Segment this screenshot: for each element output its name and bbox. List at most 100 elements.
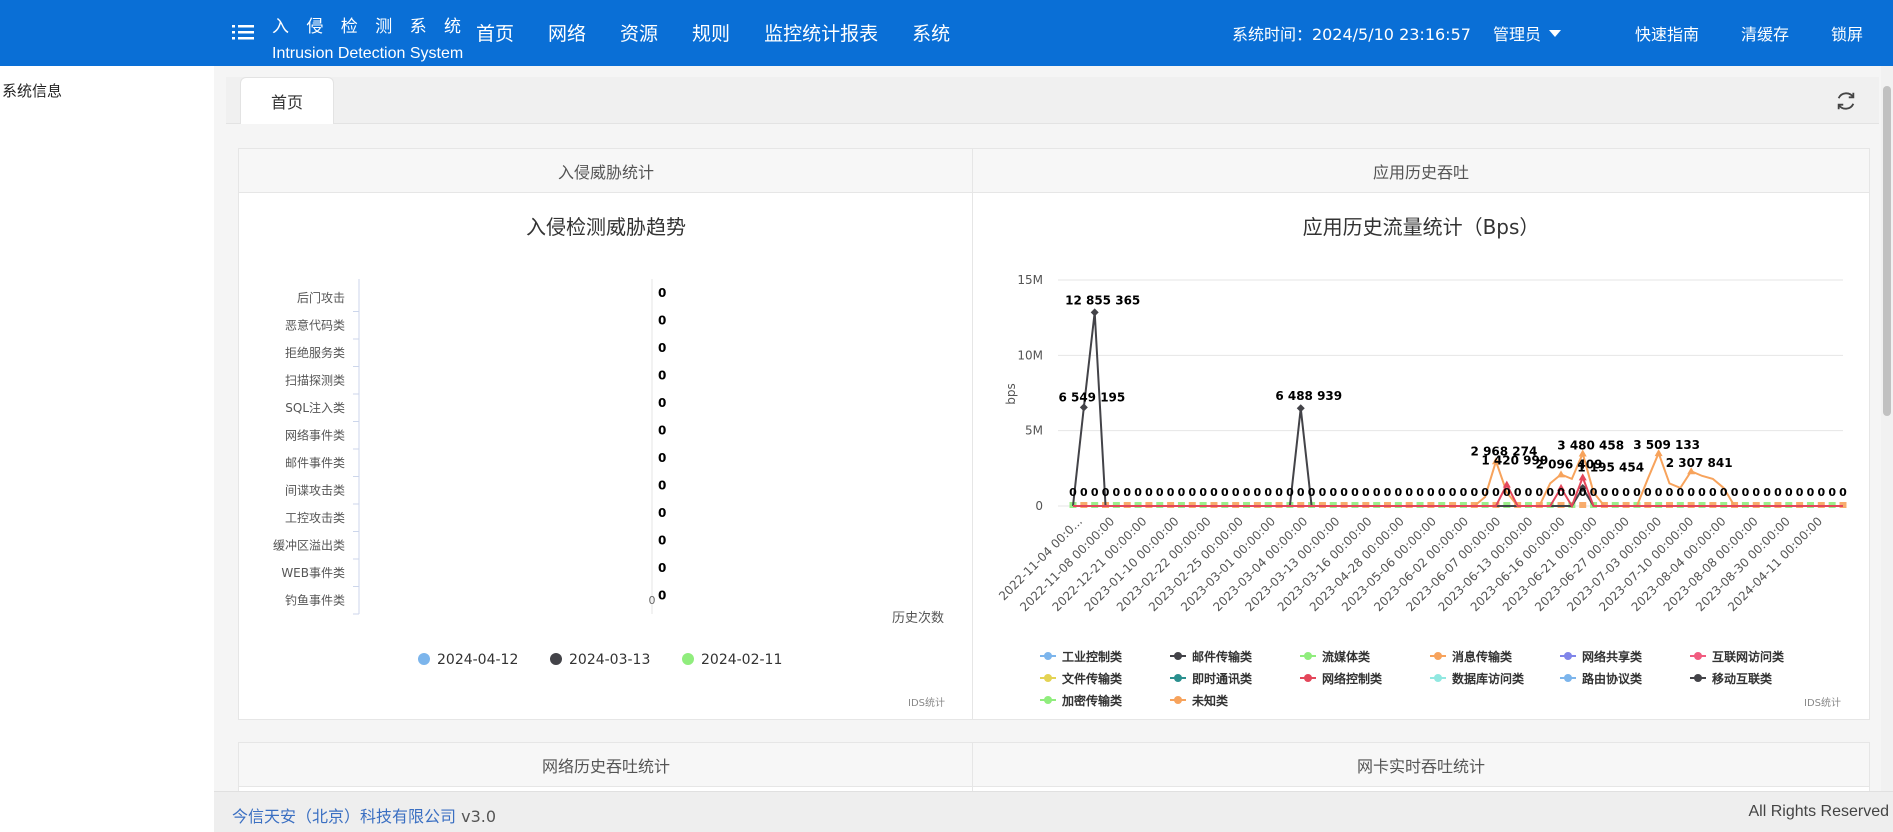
app-zero-label: 0: [1568, 486, 1576, 499]
app-data-label: 3 480 458: [1557, 439, 1624, 453]
app-zero-label: 0: [1590, 486, 1598, 499]
app-zero-label: 0: [1557, 486, 1565, 499]
legend-label: 未知类: [1191, 693, 1229, 708]
app-zero-label: 0: [1145, 486, 1153, 499]
app-zero-label: 0: [1373, 486, 1381, 499]
scrollbar-thumb[interactable]: [1883, 86, 1891, 416]
app-zero-label: 0: [1449, 486, 1457, 499]
chevron-down-icon[interactable]: [1548, 29, 1561, 37]
app-zero-label: 0: [1384, 486, 1392, 499]
app-footnote: IDS统计: [1804, 698, 1841, 709]
legend-marker: [1044, 674, 1052, 682]
app-zero-label: 0: [1297, 486, 1305, 499]
app-data-label: 6 549 195: [1058, 390, 1125, 404]
legend-label: 即时通讯类: [1192, 671, 1253, 686]
threat-data-label: 0: [658, 368, 666, 382]
legend-marker: [1434, 652, 1442, 660]
app-zero-label: 0: [1275, 486, 1283, 499]
nav-system[interactable]: 系统: [912, 23, 951, 45]
nav-reports[interactable]: 监控统计报表: [764, 23, 879, 45]
app-zero-label: 0: [1644, 486, 1652, 499]
nav-resources[interactable]: 资源: [620, 23, 659, 45]
nav-network[interactable]: 网络: [548, 23, 587, 45]
app-zero-label: 0: [1080, 486, 1088, 499]
legend-label: 邮件传输类: [1192, 649, 1253, 664]
app-zero-label: 0: [1156, 486, 1164, 499]
app-zero-label: 0: [1167, 486, 1175, 499]
app-zero-label: 0: [1655, 486, 1663, 499]
nav-rules[interactable]: 规则: [692, 23, 731, 45]
user-menu[interactable]: 管理员: [1492, 25, 1541, 44]
app-zero-label: 0: [1069, 486, 1077, 499]
threat-data-label: 0: [658, 588, 666, 602]
threat-category-label: 间谍攻击类: [285, 483, 345, 497]
threat-data-label: 0: [658, 423, 666, 437]
legend-label: 路由协议类: [1582, 671, 1643, 686]
app-subtitle: Intrusion Detection System: [272, 45, 464, 62]
app-y-tick: 15M: [1017, 273, 1043, 287]
threat-category-label: 工控攻击类: [285, 511, 345, 525]
app-zero-label: 0: [1416, 486, 1424, 499]
app-point: [1578, 483, 1587, 492]
app-zero-label: 0: [1362, 486, 1370, 499]
nav-home[interactable]: 首页: [476, 23, 515, 45]
nic-realtime-panel-header: 网卡实时吞吐统计: [973, 743, 1869, 787]
app-zero-label: 0: [1405, 486, 1413, 499]
app-point: [1296, 404, 1305, 413]
app-zero-label: 0: [1601, 486, 1609, 499]
app-zero-label: 0: [1720, 486, 1728, 499]
company-link[interactable]: 今信天安（北京）科技有限公司: [232, 807, 457, 826]
legend-marker: [1044, 696, 1052, 704]
app-point: [1578, 473, 1587, 481]
app-point: [1491, 457, 1500, 465]
app-zero-label: 0: [1221, 486, 1229, 499]
app-zero-label: 0: [1546, 486, 1554, 499]
quick-guide-link[interactable]: 快速指南: [1634, 25, 1699, 44]
threat-category-label: 缓冲区溢出类: [273, 537, 345, 552]
app-zero-label: 0: [1709, 486, 1717, 499]
app-zero-label: 0: [1470, 486, 1478, 499]
threat-data-label: 0: [658, 533, 666, 547]
app-point: [1687, 467, 1696, 475]
nic-realtime-panel: 网卡实时吞吐统计: [972, 742, 1870, 793]
app-zero-label: 0: [1123, 486, 1131, 499]
lock-screen-link[interactable]: 锁屏: [1830, 25, 1863, 44]
app-zero-label: 0: [1633, 486, 1641, 499]
net-history-panel: 网络历史吞吐统计: [238, 742, 974, 793]
clear-cache-link[interactable]: 清缓存: [1740, 25, 1789, 44]
legend-marker: [682, 653, 694, 665]
app-zero-label: 0: [1264, 486, 1272, 499]
app-zero-label: 0: [1351, 486, 1359, 499]
app-zero-label: 0: [1752, 486, 1760, 499]
threat-x-tick: 0: [649, 594, 656, 607]
threat-data-label: 0: [658, 561, 666, 575]
app-y-axis-label: bps: [1004, 383, 1018, 405]
legend-label: 工业控制类: [1062, 649, 1123, 664]
legend-label: 2024-04-12: [437, 652, 518, 668]
legend-marker: [418, 653, 430, 665]
app-series-line: [1073, 474, 1843, 509]
app-point: [1502, 480, 1511, 488]
app-zero-label: 0: [1785, 486, 1793, 499]
app-point: [1079, 403, 1088, 412]
legend-marker: [550, 653, 562, 665]
app-data-label: 3 509 133: [1633, 438, 1700, 452]
sidebar-item-system-info[interactable]: 系统信息: [2, 82, 63, 100]
menu-icon[interactable]: [232, 22, 254, 42]
app-zero-label: 0: [1199, 486, 1207, 499]
refresh-icon[interactable]: [1835, 90, 1857, 112]
threat-data-label: 0: [658, 286, 666, 300]
tab-home[interactable]: 首页: [240, 77, 334, 124]
app-data-label: 2 968 274: [1471, 444, 1538, 458]
app-zero-label: 0: [1796, 486, 1804, 499]
threat-footnote: IDS统计: [908, 698, 945, 709]
page-scrollbar[interactable]: [1881, 66, 1893, 831]
legend-marker: [1694, 674, 1702, 682]
app-y-tick: 0: [1035, 499, 1043, 513]
app-zero-label: 0: [1395, 486, 1403, 499]
threat-category-label: 扫描探测类: [285, 373, 345, 387]
threat-data-label: 0: [658, 451, 666, 465]
app-zero-label: 0: [1243, 486, 1251, 499]
footer: 今信天安（北京）科技有限公司 v3.0 All Rights Reserved: [214, 791, 1893, 832]
